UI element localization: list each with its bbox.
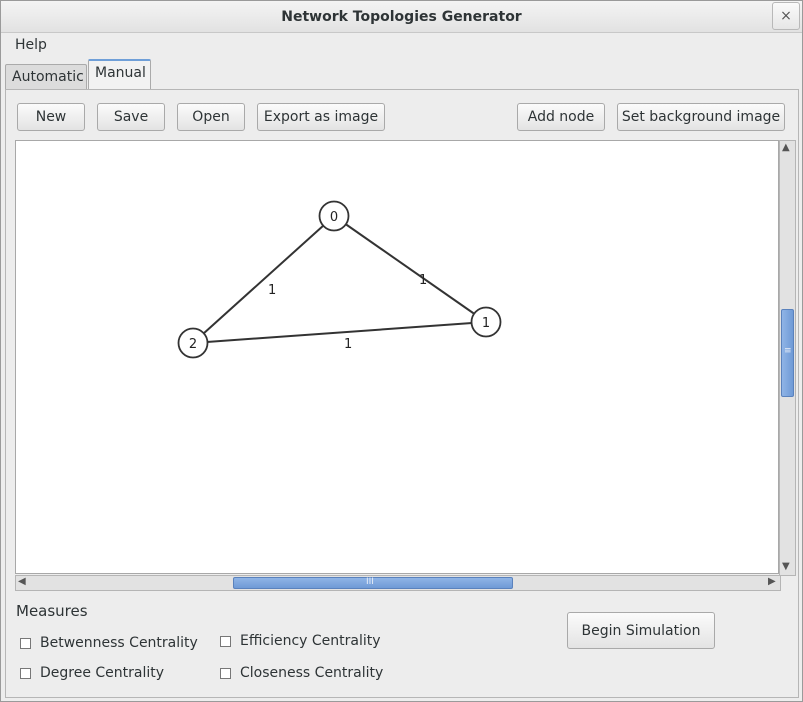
- degree-label: Degree Centrality: [40, 665, 165, 681]
- closeness-checkbox[interactable]: Closeness Centrality: [220, 665, 383, 681]
- edge-0-2[interactable]: [192, 215, 335, 344]
- add-node-button[interactable]: Add node: [517, 103, 605, 131]
- node-2[interactable]: 2: [177, 327, 209, 359]
- vertical-scrollbar[interactable]: ▲ ≡ ▼: [779, 140, 796, 576]
- edge-0-1-weight: 1: [419, 273, 427, 288]
- menu-help[interactable]: Help: [15, 37, 47, 53]
- close-icon: ×: [780, 8, 792, 24]
- open-button[interactable]: Open: [177, 103, 245, 131]
- tab-automatic[interactable]: Automatic: [5, 64, 87, 90]
- efficiency-label: Efficiency Centrality: [240, 633, 381, 649]
- betweenness-checkbox[interactable]: Betwenness Centrality: [20, 635, 198, 651]
- node-0-label: 0: [330, 210, 338, 225]
- window-title: Network Topologies Generator: [281, 8, 522, 25]
- scroll-down-icon[interactable]: ▼: [782, 561, 790, 572]
- edge-2-1[interactable]: [192, 321, 487, 344]
- efficiency-checkbox[interactable]: Efficiency Centrality: [220, 633, 381, 649]
- measures-title: Measures: [16, 602, 88, 620]
- edge-0-1[interactable]: [333, 215, 487, 323]
- checkbox-icon[interactable]: [220, 635, 231, 647]
- vertical-scroll-thumb[interactable]: ≡: [781, 309, 794, 397]
- horizontal-scroll-thumb[interactable]: III: [233, 577, 513, 589]
- export-image-button[interactable]: Export as image: [257, 103, 385, 131]
- degree-checkbox[interactable]: Degree Centrality: [20, 665, 164, 681]
- edge-0-2-weight: 1: [268, 283, 276, 298]
- edge-2-1-weight: 1: [344, 337, 352, 352]
- tab-manual[interactable]: Manual: [88, 59, 151, 90]
- scroll-up-icon[interactable]: ▲: [782, 142, 790, 153]
- node-2-label: 2: [189, 337, 197, 352]
- node-0[interactable]: 0: [318, 200, 350, 232]
- betweenness-label: Betwenness Centrality: [40, 635, 198, 651]
- menu-bar: Help: [1, 34, 802, 58]
- graph-svg: 1 1 1 0 1 2: [177, 200, 502, 359]
- grip-icon: ≡: [784, 346, 792, 356]
- horizontal-scrollbar[interactable]: ◀ III ▶: [15, 575, 781, 591]
- graph-canvas[interactable]: 1 1 1 0 1 2: [15, 140, 779, 574]
- node-1[interactable]: 1: [470, 306, 502, 338]
- begin-simulation-button[interactable]: Begin Simulation: [567, 612, 715, 649]
- new-button[interactable]: New: [17, 103, 85, 131]
- checkbox-icon[interactable]: [20, 637, 31, 649]
- checkbox-icon[interactable]: [220, 667, 231, 679]
- node-1-label: 1: [482, 316, 490, 331]
- scroll-left-icon[interactable]: ◀: [18, 576, 26, 587]
- checkbox-icon[interactable]: [20, 667, 31, 679]
- scroll-right-icon[interactable]: ▶: [768, 576, 776, 587]
- title-bar: Network Topologies Generator ×: [1, 1, 802, 33]
- close-button[interactable]: ×: [772, 2, 800, 30]
- set-background-button[interactable]: Set background image: [617, 103, 785, 131]
- save-button[interactable]: Save: [97, 103, 165, 131]
- grip-icon: III: [366, 577, 374, 587]
- closeness-label: Closeness Centrality: [240, 665, 384, 681]
